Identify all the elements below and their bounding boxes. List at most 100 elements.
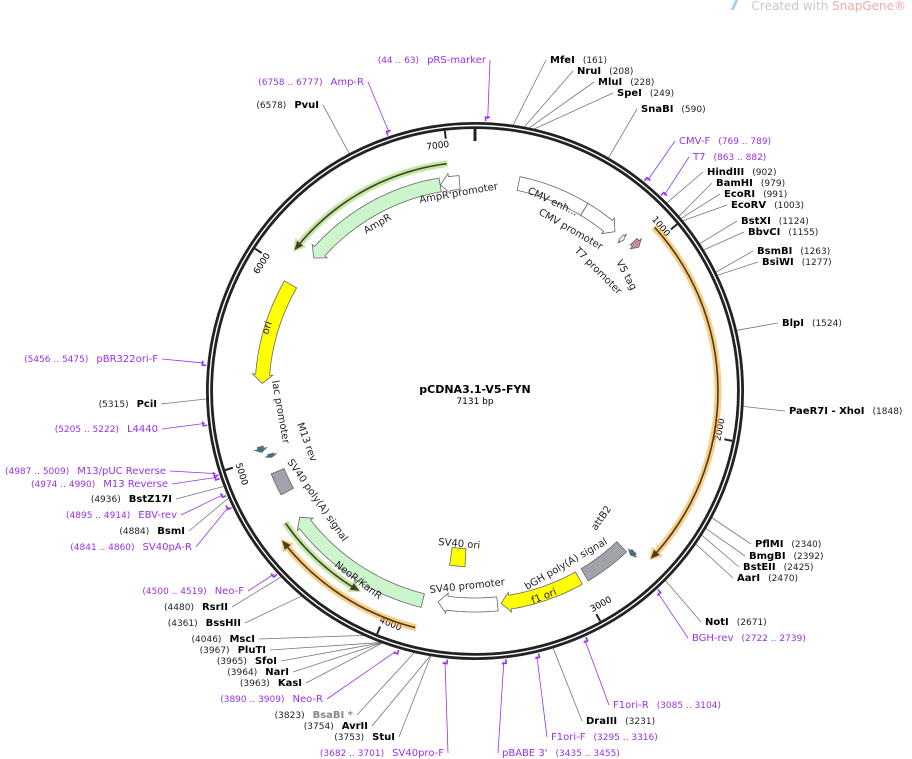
primer-label-l4440[interactable]: (5205 .. 5222)L4440 bbox=[55, 424, 158, 435]
enzyme-label-nari[interactable]: (3964)NarI bbox=[227, 667, 289, 678]
leader-line bbox=[533, 92, 614, 130]
leader-line bbox=[244, 595, 303, 624]
enzyme-label-bsabi-[interactable]: (3823)BsaBI * bbox=[275, 710, 354, 721]
enzyme-label-bsmi[interactable]: (4884)BsmI bbox=[119, 526, 185, 537]
enzyme-label-snabi[interactable]: SnaBI(590) bbox=[641, 104, 706, 115]
enzyme-label-nrui[interactable]: NruI(208) bbox=[577, 66, 633, 77]
feature-ori[interactable] bbox=[251, 280, 298, 385]
watermark-brand: SnapGene® bbox=[832, 0, 906, 13]
primer-label-t7[interactable]: T7(863 .. 882) bbox=[692, 152, 766, 163]
enzyme-label-bmgbi[interactable]: BmgBI(2392) bbox=[749, 551, 823, 562]
enzyme-label-mfei[interactable]: MfeI(161) bbox=[550, 55, 607, 66]
primer-range: (3435 .. 3455) bbox=[556, 749, 620, 759]
enzyme-label-bsmbi[interactable]: BsmBI(1263) bbox=[757, 246, 830, 257]
backbone-ring bbox=[206, 122, 744, 660]
leader-line bbox=[664, 579, 702, 623]
enzyme-label-ecorv[interactable]: EcoRV(1003) bbox=[731, 200, 804, 211]
feature-neor-kanr[interactable] bbox=[296, 516, 425, 608]
enzyme-position: (2671) bbox=[737, 618, 767, 628]
primer-label-amp-r[interactable]: (6758 .. 6777)Amp-R bbox=[258, 77, 364, 88]
leader-line bbox=[666, 171, 704, 204]
enzyme-label-bstxi[interactable]: BstXI(1124) bbox=[741, 216, 809, 227]
enzyme-label-pflmi[interactable]: PflMI(2340) bbox=[755, 539, 821, 550]
enzyme-label-draiii[interactable]: DraIII(3231) bbox=[586, 716, 655, 727]
primer-label-pbabe-3-[interactable]: pBABE 3'(3435 .. 3455) bbox=[502, 748, 620, 759]
enzyme-label-mlui[interactable]: MluI(228) bbox=[598, 77, 654, 88]
enzyme-label-bsiwi[interactable]: BsiWI(1277) bbox=[762, 257, 832, 268]
primer-name: M13 Reverse bbox=[103, 479, 168, 490]
enzyme-label-pvui[interactable]: (6578)PvuI bbox=[256, 100, 319, 111]
feature-bgh-poly-a-signal[interactable] bbox=[580, 541, 628, 582]
plasmid-name: pCDNA3.1-V5-FYN bbox=[419, 383, 530, 396]
enzyme-label-spei[interactable]: SpeI(249) bbox=[617, 88, 674, 99]
enzyme-label-rsrii[interactable]: (4480)RsrII bbox=[164, 602, 228, 613]
primer-label-prs-marker[interactable]: (44 .. 63)pRS-marker bbox=[378, 55, 487, 66]
feature-m13-rev[interactable] bbox=[265, 452, 277, 458]
enzyme-label-paer7i-xhoi[interactable]: PaeR7I - XhoI(1848) bbox=[789, 406, 902, 417]
enzyme-name: BstEII bbox=[743, 562, 776, 573]
feature-sv40-poly-a-signal[interactable] bbox=[270, 468, 294, 496]
enzyme-label-pcii[interactable]: (5315)PciI bbox=[99, 399, 157, 410]
enzyme-label-ecori[interactable]: EcoRI(991) bbox=[724, 189, 787, 200]
feature-f1-ori[interactable] bbox=[500, 571, 583, 613]
leader-line bbox=[700, 534, 740, 568]
feature-attb2[interactable] bbox=[628, 548, 638, 558]
leader-line bbox=[735, 322, 779, 331]
feature-sv40-promoter[interactable] bbox=[437, 592, 499, 615]
tick-mark bbox=[670, 223, 678, 231]
primer-label-f1ori-f[interactable]: F1ori-F(3295 .. 3316) bbox=[551, 732, 658, 743]
enzyme-label-pluti[interactable]: (3967)PluTI bbox=[200, 645, 266, 656]
enzyme-name: MscI bbox=[229, 634, 255, 645]
feature-cmv-promoter[interactable] bbox=[580, 202, 616, 235]
primer-label-sv40pa-r[interactable]: (4841 .. 4860)SV40pA-R bbox=[70, 542, 192, 553]
enzyme-label-kasi[interactable]: (3963)KasI bbox=[240, 678, 302, 689]
leader-line bbox=[398, 655, 432, 738]
primer-label-neo-r[interactable]: (3890 .. 3909)Neo-R bbox=[220, 694, 323, 705]
primer-label-cmv-f[interactable]: CMV-F(769 .. 789) bbox=[679, 136, 771, 147]
enzyme-label-bbvci[interactable]: BbvCI(1155) bbox=[748, 227, 818, 238]
feature-sv40-ori[interactable] bbox=[449, 546, 467, 568]
primer-label-sv40pro-f[interactable]: (3682 .. 3701)SV40pro-F bbox=[320, 748, 444, 759]
enzyme-label-aari[interactable]: AarI(2470) bbox=[737, 573, 798, 584]
primer-label-m13-reverse[interactable]: (4974 .. 4990) M13 Reverse bbox=[31, 479, 168, 490]
enzyme-name: BlpI bbox=[782, 318, 804, 329]
enzyme-position: (2425) bbox=[784, 563, 814, 573]
primer-label-pbr322ori-f[interactable]: (5456 .. 5475)pBR322ori-F bbox=[24, 354, 158, 365]
primer-label-bgh-rev[interactable]: BGH-rev(2722 .. 2739) bbox=[692, 633, 806, 644]
leader-line bbox=[160, 398, 208, 405]
enzyme-label-sfoi[interactable]: (3965)SfoI bbox=[217, 656, 277, 667]
leader-line bbox=[247, 573, 275, 592]
primer-range: (4974 .. 4990) bbox=[31, 480, 95, 490]
leader-line bbox=[523, 70, 574, 128]
primer-label-f1ori-r[interactable]: F1ori-R(3085 .. 3104) bbox=[613, 700, 721, 711]
leader-line bbox=[584, 639, 610, 706]
enzyme-label-bsteii[interactable]: BstEII (2425) bbox=[743, 562, 814, 573]
enzyme-name: PaeR7I - XhoI bbox=[789, 406, 865, 417]
feature-ampr-promoter[interactable] bbox=[439, 172, 461, 195]
enzyme-label-hindiii[interactable]: HindIII(902) bbox=[707, 167, 776, 178]
enzyme-position: (249) bbox=[650, 89, 674, 99]
primer-bind-mark bbox=[220, 492, 227, 499]
orf-glow bbox=[282, 520, 362, 592]
primer-name: M13/pUC Reverse bbox=[77, 466, 166, 477]
primer-label-m13-puc-reverse[interactable]: (4987 .. 5009)M13/pUC Reverse bbox=[5, 466, 166, 477]
enzyme-name: MfeI bbox=[550, 55, 575, 66]
enzyme-label-bsshii[interactable]: (4361)BssHII bbox=[168, 618, 241, 629]
primer-label-neo-f[interactable]: (4500 .. 4519)Neo-F bbox=[142, 586, 244, 597]
enzyme-label-bstz17i[interactable]: (4936)BstZ17I bbox=[91, 494, 172, 505]
orf-line[interactable] bbox=[650, 226, 719, 559]
feature-v5-tag[interactable] bbox=[628, 237, 643, 250]
primer-range: (44 .. 63) bbox=[378, 56, 419, 66]
enzyme-label-stui[interactable]: (3753)StuI bbox=[334, 732, 395, 743]
orf-glow bbox=[293, 160, 449, 252]
enzyme-label-msci[interactable]: (4046)MscI bbox=[192, 634, 256, 645]
primer-label-ebv-rev[interactable]: (4895 .. 4914)EBV-rev bbox=[66, 510, 177, 521]
feature-lac-promoter[interactable] bbox=[253, 445, 268, 453]
enzyme-label-bamhi[interactable]: BamHI(979) bbox=[716, 178, 785, 189]
enzyme-label-noti[interactable]: NotI(2671) bbox=[705, 617, 767, 628]
enzyme-position: (3823) bbox=[275, 711, 305, 721]
enzyme-label-blpi[interactable]: BlpI(1524) bbox=[782, 318, 842, 329]
enzyme-label-avrii[interactable]: (3754)AvrII bbox=[304, 721, 368, 732]
enzyme-position: (3967) bbox=[200, 646, 230, 656]
feature-t7-promoter[interactable] bbox=[617, 233, 627, 244]
